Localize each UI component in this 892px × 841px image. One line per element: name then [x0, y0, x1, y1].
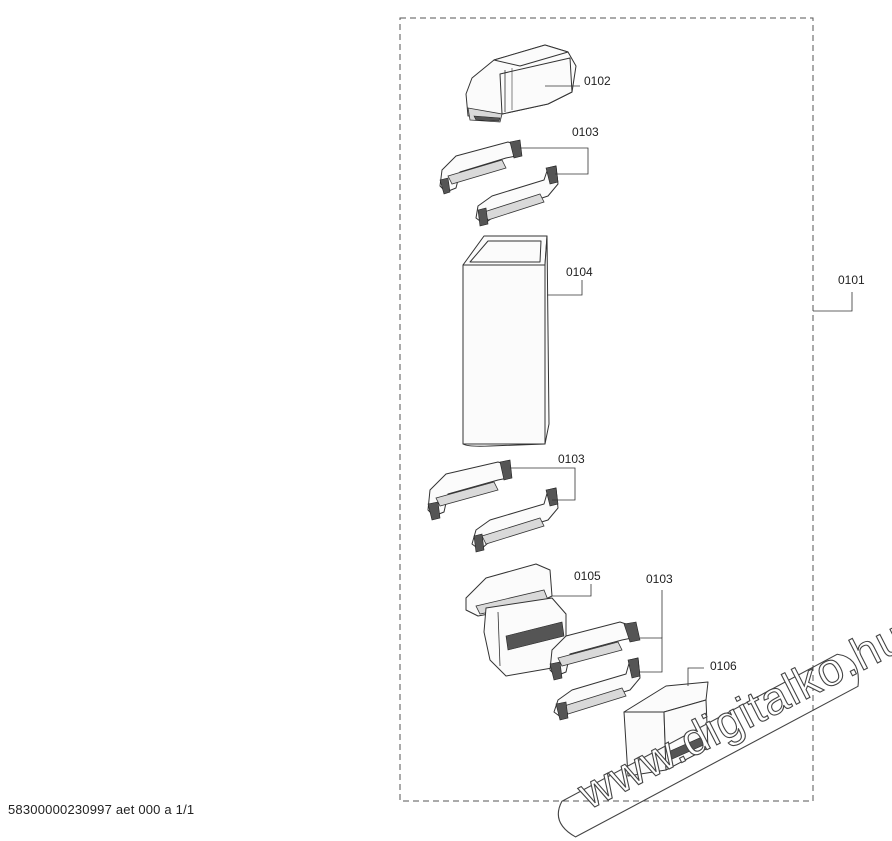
- callout-0105: 0105: [574, 569, 601, 583]
- callout-0103-upper: 0103: [572, 125, 599, 139]
- part-0103-clip-lower-a[interactable]: [549, 621, 641, 681]
- part-0103-clip-upper-a[interactable]: [439, 139, 523, 195]
- callout-0104: 0104: [566, 265, 593, 279]
- part-0106-end-piece[interactable]: [623, 681, 709, 777]
- leader-0105: [552, 584, 592, 597]
- leader-0101: [813, 292, 853, 312]
- part-0103-clip-middle-a[interactable]: [427, 459, 513, 521]
- leader-0103-middle: [510, 467, 576, 501]
- callout-0106: 0106: [710, 659, 737, 673]
- part-0103-clip-middle-b[interactable]: [471, 487, 559, 553]
- part-0103-clip-lower-b[interactable]: [553, 657, 641, 721]
- leader-0103-upper: [520, 147, 589, 175]
- part-0105-elbow[interactable]: [465, 563, 567, 677]
- document-number: 58300000230997 aet 000 a 1/1: [8, 802, 195, 817]
- leader-0104: [547, 280, 583, 296]
- leader-0106: [687, 667, 704, 686]
- callout-0101: 0101: [838, 273, 865, 287]
- part-0103-clip-upper-b[interactable]: [475, 165, 559, 227]
- callout-0102: 0102: [584, 74, 611, 88]
- assembly-boundary: [399, 17, 814, 802]
- part-0104-duct[interactable]: [462, 235, 550, 447]
- callout-0103-lower: 0103: [646, 572, 673, 586]
- part-0102-cap[interactable]: [465, 44, 577, 123]
- callout-0103-middle: 0103: [558, 452, 585, 466]
- leader-0103-lower: [640, 637, 663, 673]
